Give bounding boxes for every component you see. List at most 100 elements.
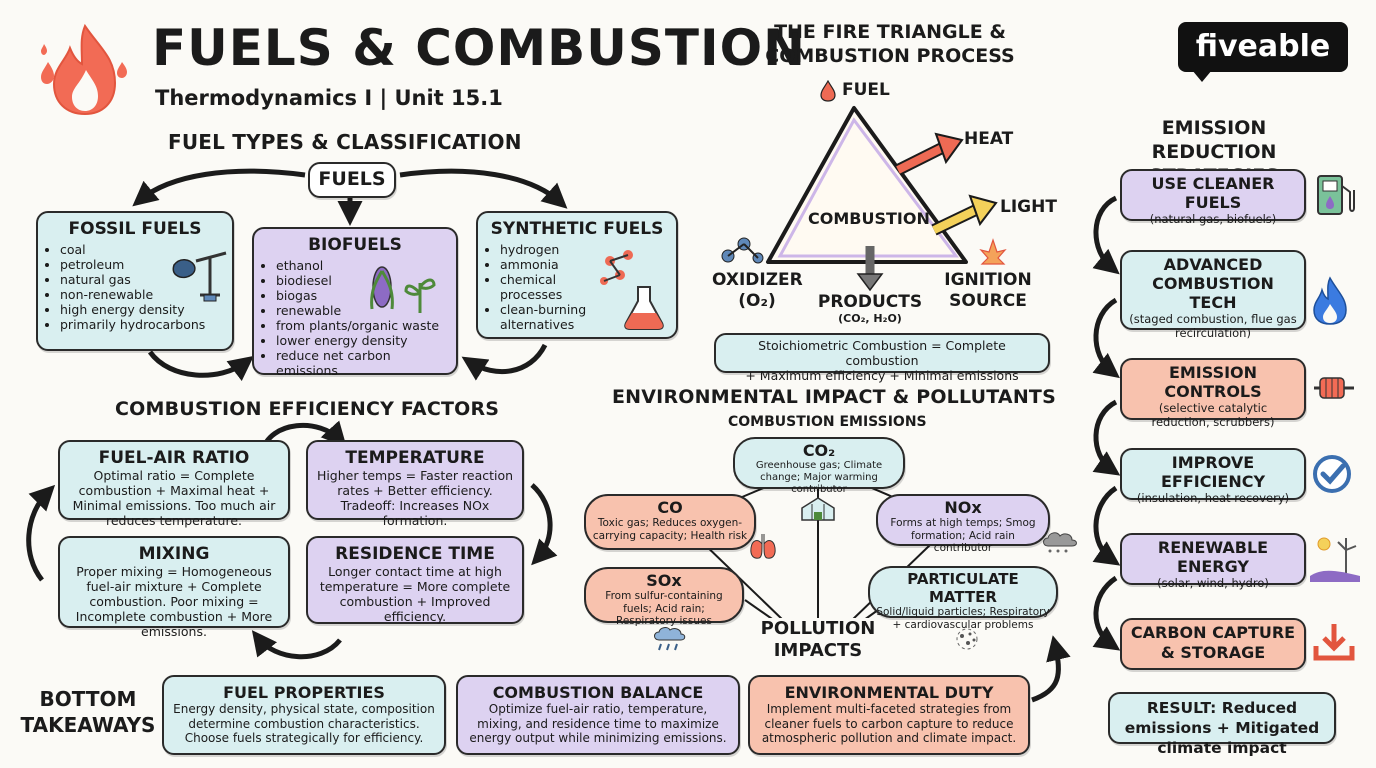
list-item: biogas — [276, 288, 448, 303]
list-item: primarily hydrocarbons — [60, 317, 224, 332]
synthetic-list: hydrogen ammonia chemical processes clea… — [486, 242, 618, 332]
temperature-text: Higher temps = Faster reaction rates + B… — [316, 468, 514, 528]
ignition-line2: SOURCE — [949, 291, 1027, 311]
arrow-synthetic-to-bio — [461, 343, 548, 381]
products-label: PRODUCTS (CO₂, H₂O) — [810, 292, 930, 325]
fossil-fuels-card: FOSSIL FUELS coal petroleum natural gas … — [36, 211, 234, 351]
triangle-center-label: COMBUSTION — [808, 209, 930, 228]
strategy-text: (selective catalytic reduction, scrubber… — [1151, 401, 1275, 429]
result-text: RESULT: Reduced emissions + Mitigated cl… — [1124, 699, 1320, 757]
takeaway-title: COMBUSTION BALANCE — [492, 683, 704, 702]
fuels-root-label: FUELS — [318, 168, 386, 190]
oxidizer-formula: (O₂) — [738, 291, 776, 311]
environment-subtitle: COMBUSTION EMISSIONS — [728, 414, 927, 430]
environment-title: ENVIRONMENTAL IMPACT & POLLUTANTS — [612, 386, 1056, 408]
sox-title: SOx — [646, 571, 682, 590]
stoichiometric-note: Stoichiometric Combustion = Complete com… — [714, 333, 1050, 383]
list-item: reduce net carbon emissions — [276, 348, 448, 378]
list-item: chemical processes — [500, 272, 618, 302]
list-item: renewable — [276, 303, 448, 318]
arrow-duty-to-pollution — [1031, 635, 1071, 703]
triangle-heat-label: HEAT — [964, 129, 1014, 149]
takeaway-fuel-properties: FUEL PROPERTIES Energy density, physical… — [162, 675, 446, 755]
fuel-types-title: FUEL TYPES & CLASSIFICATION — [168, 130, 522, 154]
page-title: FUELS & COMBUSTION — [152, 19, 806, 77]
strategy-improve-efficiency: IMPROVE EFFICIENCY (insulation, heat rec… — [1120, 448, 1306, 505]
synthetic-title: SYNTHETIC FUELS — [490, 219, 664, 239]
takeaway-title: ENVIRONMENTAL DUTY — [784, 683, 994, 702]
list-item: non-renewable — [60, 287, 224, 302]
strategy-text: (insulation, heat recovery) — [1136, 491, 1290, 505]
ignition-line1: IGNITION — [944, 270, 1032, 290]
temperature-card: TEMPERATURE Higher temps = Faster reacti… — [306, 440, 524, 528]
takeaways-line1: BOTTOM — [39, 687, 137, 711]
list-item: clean-burning alternatives — [500, 302, 618, 332]
efficiency-title: COMBUSTION EFFICIENCY FACTORS — [115, 398, 500, 420]
strategy-advanced-combustion: ADVANCED COMBUSTION TECH (staged combust… — [1120, 250, 1306, 340]
sox-node: SOx From sulfur-containing fuels; Acid r… — [584, 567, 744, 627]
takeaway-combustion-balance: COMBUSTION BALANCE Optimize fuel-air rat… — [456, 675, 740, 755]
strategy-title: IMPROVE EFFICIENCY — [1160, 453, 1266, 491]
strategy-text: (solar, wind, hydro) — [1157, 576, 1269, 590]
fiveable-logo: fiveable — [1178, 22, 1348, 72]
list-item: from plants/organic waste — [276, 318, 448, 333]
logo-text: fiveable — [1195, 29, 1331, 64]
pollution-line1: POLLUTION — [760, 618, 876, 639]
strategy-renewable-energy: RENEWABLE ENERGY (solar, wind, hydro) — [1120, 533, 1306, 590]
particulate-node: PARTICULATE MATTER Solid/liquid particle… — [868, 566, 1058, 631]
takeaway-text: Energy density, physical state, composit… — [173, 702, 435, 745]
strategies-title-line1: EMISSION REDUCTION — [1151, 117, 1277, 163]
bio-list: ethanol biodiesel biogas renewable from … — [262, 258, 448, 378]
nox-text: Forms at high temps; Smog formation; Aci… — [890, 517, 1036, 554]
strategy-text: (staged combustion, flue gas recirculati… — [1129, 312, 1297, 340]
arrow-residence-to-mixing — [251, 630, 342, 660]
arrow-fossil-to-bio — [147, 350, 254, 382]
arrow-fuels-to-synthetic — [399, 168, 568, 209]
ignition-label: IGNITION SOURCE — [940, 270, 1036, 312]
list-item: biodiesel — [276, 273, 448, 288]
page-subtitle: Thermodynamics I | Unit 15.1 — [155, 86, 503, 110]
products-formula: (CO₂, H₂O) — [838, 312, 902, 325]
mixing-card: MIXING Proper mixing = Homogeneous fuel-… — [58, 536, 290, 639]
list-item: petroleum — [60, 257, 224, 272]
list-item: coal — [60, 242, 224, 257]
triangle-fuel-label: FUEL — [842, 80, 890, 100]
fossil-list: coal petroleum natural gas non-renewable… — [46, 242, 224, 332]
strategy-emission-controls: EMISSION CONTROLS (selective catalytic r… — [1120, 358, 1306, 429]
synthetic-fuels-card: SYNTHETIC FUELS hydrogen ammonia chemica… — [476, 211, 678, 339]
list-item: lower energy density — [276, 333, 448, 348]
strategy-carbon-capture: CARBON CAPTURE & STORAGE — [1120, 618, 1306, 670]
takeaways-label: BOTTOM TAKEAWAYS — [20, 686, 156, 738]
list-item: natural gas — [60, 272, 224, 287]
pm-title: PARTICULATE MATTER — [907, 570, 1019, 606]
pollution-impacts-label: POLLUTION IMPACTS — [758, 618, 878, 662]
residence-time-card: RESIDENCE TIME Longer contact time at hi… — [306, 536, 524, 624]
mixing-text: Proper mixing = Homogeneous fuel-air mix… — [75, 564, 273, 639]
list-item: ammonia — [500, 257, 618, 272]
co2-node: CO₂ Greenhouse gas; Climate change; Majo… — [733, 437, 905, 495]
takeaway-text: Optimize fuel-air ratio, temperature, mi… — [469, 702, 727, 745]
fire-triangle-title: THE FIRE TRIANGLE & COMBUSTION PROCESS — [760, 20, 1020, 68]
fuel-air-title: FUEL-AIR RATIO — [98, 448, 250, 468]
temperature-title: TEMPERATURE — [345, 448, 485, 468]
strategy-title: ADVANCED COMBUSTION TECH — [1152, 255, 1274, 312]
bio-title: BIOFUELS — [308, 235, 402, 255]
result-box: RESULT: Reduced emissions + Mitigated cl… — [1108, 692, 1336, 757]
fuel-air-ratio-card: FUEL-AIR RATIO Optimal ratio = Complete … — [58, 440, 290, 528]
co-node: CO Toxic gas; Reduces oxygen-carrying ca… — [584, 494, 756, 550]
residence-title: RESIDENCE TIME — [335, 544, 495, 564]
arrow-mixing-to-fuelair — [26, 484, 56, 582]
strategy-text: (natural gas, biofuels) — [1149, 212, 1277, 226]
strategy-cleaner-fuels: USE CLEANER FUELS (natural gas, biofuels… — [1120, 169, 1306, 226]
arrow-temp-to-residence — [530, 483, 558, 566]
fuel-air-text: Optimal ratio = Complete combustion + Ma… — [72, 468, 276, 528]
strategy-title: RENEWABLE ENERGY — [1157, 538, 1269, 576]
fire-title-line2: COMBUSTION PROCESS — [765, 45, 1015, 67]
nox-title: NOx — [944, 498, 982, 517]
takeaway-environmental-duty: ENVIRONMENTAL DUTY Implement multi-facet… — [748, 675, 1030, 755]
logo-tail — [1192, 70, 1212, 82]
fuels-root-node: FUELS — [308, 162, 396, 198]
takeaway-text: Implement multi-faceted strategies from … — [761, 702, 1017, 745]
takeaways-line2: TAKEAWAYS — [20, 713, 156, 737]
pollution-line2: IMPACTS — [773, 640, 863, 661]
